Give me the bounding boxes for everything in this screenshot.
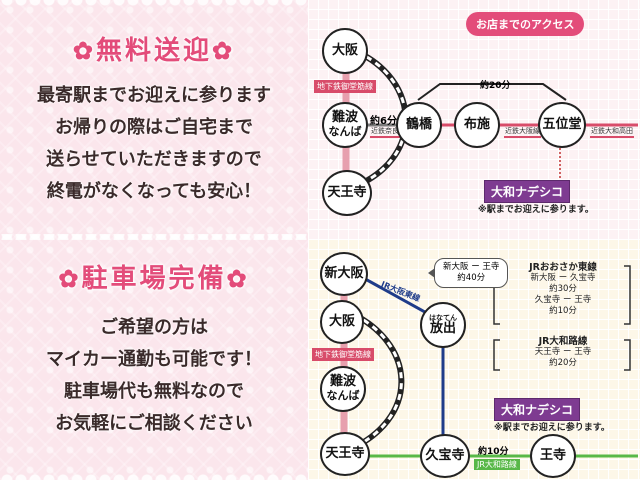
info-row: 新大阪 ー 久宝寺 xyxy=(530,273,596,283)
station-hanaten: はなてん 放出 xyxy=(420,302,466,348)
kintetsu-yamato-label: 近鉄大和高田 xyxy=(590,126,634,138)
info-row: 約10分 xyxy=(549,306,577,316)
jr-loop-line-dash xyxy=(343,308,403,454)
info-row: 約20分 xyxy=(549,358,577,368)
jr-osaka-higashi-info: JRおおさか東線 新大阪 ー 久宝寺 約30分 久宝寺 ー 王寺 約10分 xyxy=(504,262,622,317)
info-heading: JRおおさか東線 xyxy=(529,262,597,273)
station-name: 放出 xyxy=(429,321,456,336)
parking-title: ✿駐車場完備✿ xyxy=(0,258,308,295)
midosuji-label: 地下鉄御堂筋線 xyxy=(312,348,374,361)
station-tennoji: 天王寺 xyxy=(322,170,372,216)
midosuji-label: 地下鉄御堂筋線 xyxy=(314,80,376,93)
station-kyuhoji: 久宝寺 xyxy=(420,434,470,478)
station-name: 難波 xyxy=(329,374,356,389)
station-subname: なんば xyxy=(328,125,362,138)
station-tennoji: 天王寺 xyxy=(320,432,370,476)
station-name: 大阪 xyxy=(328,314,355,329)
station-name: 五位堂 xyxy=(542,117,582,132)
station-tsuruhashi: 鶴橋 xyxy=(396,102,442,148)
station-name: 鶴橋 xyxy=(405,117,432,132)
travel-time-bubble: 新大阪 ー 王寺 約40分 xyxy=(427,258,509,288)
kintetsu-osaka-label: 近鉄大阪線 xyxy=(504,126,541,138)
station-shin-osaka: 新大阪 xyxy=(320,252,368,296)
right-panel: お店までのアクセス 大阪 地下鉄御堂筋線 難波 なんば 約6分 近鉄奈良線 天王… xyxy=(308,0,640,480)
access-map-1: お店までのアクセス 大阪 地下鉄御堂筋線 難波 なんば 約6分 近鉄奈良線 天王… xyxy=(308,0,640,240)
flower-icon: ✿ xyxy=(72,36,96,65)
access-header-pill: お店までのアクセス xyxy=(466,12,585,36)
bubble-time: 約40分 xyxy=(457,273,486,283)
text-line: 駐車場代も無料なので xyxy=(64,381,244,402)
text-line: ご希望の方は xyxy=(100,317,208,338)
text-line: マイカー通勤も可能です！ xyxy=(46,349,262,370)
station-subname: なんば xyxy=(326,389,360,402)
text-line: 最寄駅までお迎えに参ります xyxy=(37,85,271,106)
station-name: 難波 xyxy=(331,110,358,125)
station-osaka: 大阪 xyxy=(322,28,368,74)
travel-time-bracket xyxy=(417,83,567,101)
top-travel-time: 約20分 xyxy=(480,81,511,91)
station-namba: 難波 なんば xyxy=(322,102,368,148)
station-name: 天王寺 xyxy=(327,185,367,200)
parking-title-text: 駐車場完備 xyxy=(81,264,227,294)
store-brand-label: 大和ナデシコ xyxy=(484,180,571,203)
text-line: 終電がなくなっても安心！ xyxy=(46,181,262,202)
lace-border-top xyxy=(0,0,308,14)
kintetsu-nara-label: 近鉄奈良線 xyxy=(370,126,407,138)
text-line: お帰りの際はご自宅まで xyxy=(55,117,253,138)
station-fuse: 布施 xyxy=(454,102,500,148)
parking-text: ご希望の方は マイカー通勤も可能です！ 駐車場代も無料なので お気軽にご相談くだ… xyxy=(0,312,308,440)
namba-travel-time: 約6分 xyxy=(370,116,397,127)
station-name: 大阪 xyxy=(331,43,358,58)
station-osaka: 大阪 xyxy=(320,300,364,344)
bottom-travel-time: 約10分 xyxy=(478,447,509,457)
info-bracket-right-1 xyxy=(624,265,631,325)
pickup-note: ※駅までお迎えに参ります。 xyxy=(478,205,594,215)
free-pickup-title-text: 無料送迎 xyxy=(95,36,212,66)
info-row: 約30分 xyxy=(549,284,577,294)
station-gojodo: 五位堂 xyxy=(538,102,586,148)
station-namba: 難波 なんば xyxy=(320,366,366,412)
lace-border-bottom xyxy=(0,466,308,480)
free-pickup-title: ✿無料送迎✿ xyxy=(0,30,308,67)
left-panel: ✿無料送迎✿ 最寄駅までお迎えに参ります お帰りの際はご自宅まで 送らせていただ… xyxy=(0,0,308,480)
flower-icon: ✿ xyxy=(58,264,82,293)
info-heading: JR大和路線 xyxy=(538,336,588,347)
jr-yamatoji-info: JR大和路線 天王寺 ー 王寺 約20分 xyxy=(504,336,622,369)
station-name: 新大阪 xyxy=(324,266,364,281)
jr-loop-line-dash xyxy=(345,46,408,192)
bubble-route: 新大阪 ー 王寺 xyxy=(443,262,500,272)
text-line: 送らせていただきますので xyxy=(46,149,262,170)
station-name: 久宝寺 xyxy=(425,448,465,463)
station-ruby: はなてん xyxy=(429,314,457,322)
lace-border-middle-lower xyxy=(0,234,308,248)
info-bracket-left-2 xyxy=(493,339,500,371)
info-row: 天王寺 ー 王寺 xyxy=(534,347,592,357)
info-row: 久宝寺 ー 王寺 xyxy=(534,295,592,305)
free-pickup-text: 最寄駅までお迎えに参ります お帰りの際はご自宅まで 送らせていただきますので 終… xyxy=(0,80,308,208)
store-brand-label: 大和ナデシコ xyxy=(494,398,581,421)
info-bracket-right-2 xyxy=(624,339,631,371)
station-oji: 王寺 xyxy=(530,434,576,478)
jr-yamatoji-label: JR大和路線 xyxy=(474,459,520,470)
access-map-2: 新大阪 JR大阪東線 大阪 地下鉄御堂筋線 難波 なんば 天王寺 はなてん 放出… xyxy=(308,240,640,480)
flower-icon: ✿ xyxy=(212,36,236,65)
station-name: 布施 xyxy=(463,117,490,132)
pickup-note: ※駅までお迎えに参ります。 xyxy=(494,423,610,433)
station-name: 王寺 xyxy=(539,448,566,463)
station-name: 天王寺 xyxy=(325,446,365,461)
text-line: お気軽にご相談ください xyxy=(55,413,253,434)
flower-icon: ✿ xyxy=(226,264,250,293)
